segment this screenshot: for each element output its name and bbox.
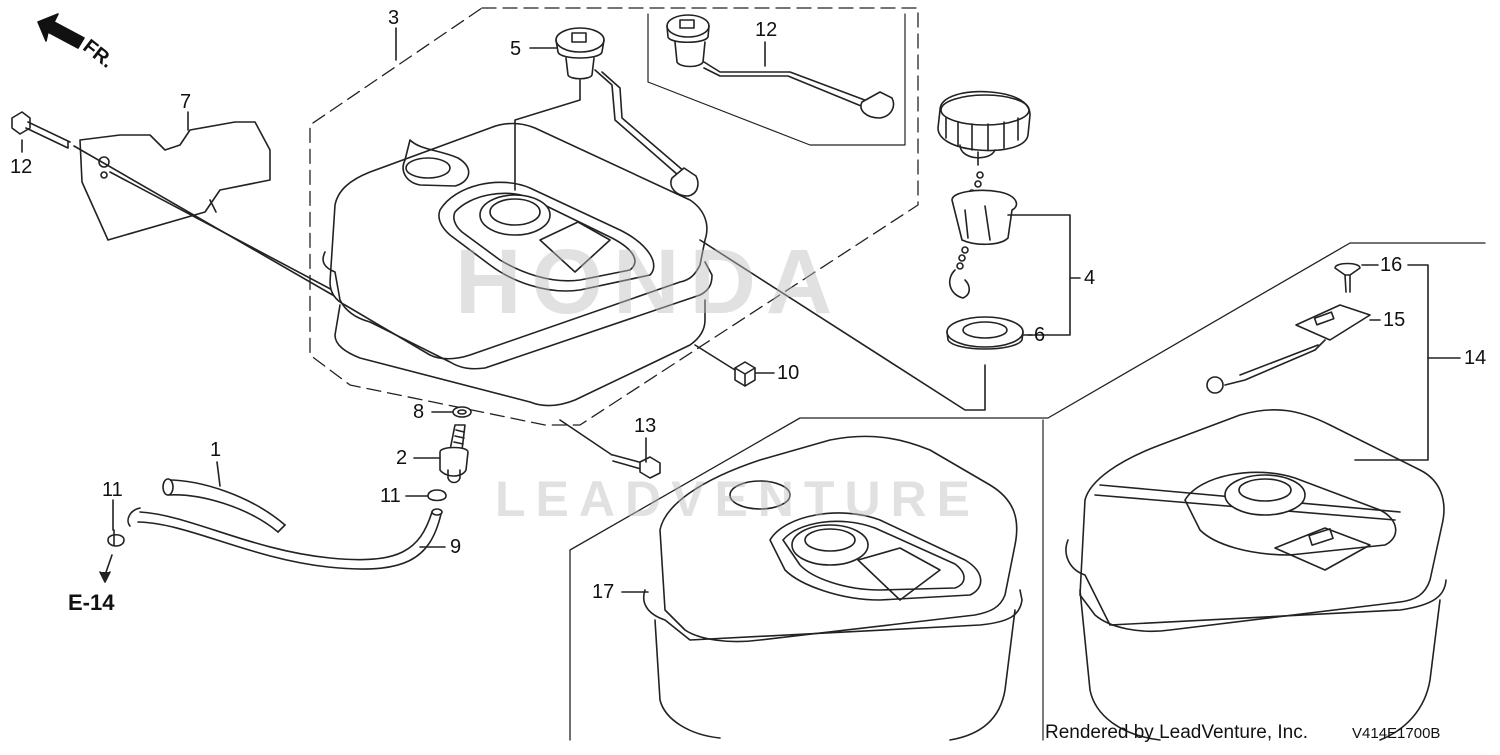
callout-5: 5	[510, 38, 522, 60]
screw-part-16	[1334, 262, 1361, 293]
nut-part-10	[694, 344, 756, 387]
fuel-cap-part-4	[937, 90, 1031, 299]
valve-part-2	[439, 424, 469, 484]
callout-8: 8	[413, 401, 425, 423]
leader-e14	[104, 554, 113, 576]
bracket-part-7	[79, 121, 271, 241]
callout-3: 3	[388, 7, 400, 29]
leader-6-tank	[699, 239, 986, 411]
callout-17: 17	[592, 581, 615, 603]
leader-1	[216, 461, 221, 487]
fuel-tank-part-14	[1065, 409, 1447, 741]
clip-part-11-left	[107, 529, 125, 547]
callout-1: 1	[210, 439, 222, 461]
render-credit: Rendered by LeadVenture, Inc.	[1045, 722, 1309, 743]
bracket-14	[1354, 264, 1429, 461]
callout-15: 15	[1383, 309, 1406, 331]
drawing-code: V414E1700B	[1352, 725, 1441, 742]
group-box-13	[647, 13, 906, 146]
callout-11-right: 11	[380, 485, 401, 507]
callout-11-left: 11	[102, 479, 123, 501]
fuel-gauge-part-13	[666, 14, 895, 119]
callout-12-bottom: 13	[634, 415, 657, 437]
callout-13: 12	[755, 19, 778, 41]
leader-12-tank	[73, 145, 351, 306]
callout-12-left: 12	[10, 156, 33, 178]
arrow-e14-icon	[99, 571, 111, 583]
callout-6: 6	[1034, 324, 1046, 346]
filter-part-6	[946, 316, 1024, 350]
bolt-part-12-bottom	[559, 419, 661, 479]
front-arrow-icon	[37, 13, 85, 49]
callout-10: 10	[777, 362, 800, 384]
fuel-tube-part-9	[127, 507, 443, 570]
washer-part-8	[452, 406, 472, 418]
brand-watermark: HONDA	[455, 231, 843, 333]
group-box-17	[569, 242, 1486, 741]
fuel-tube-part-1	[162, 478, 286, 533]
fuel-tank-part-17	[643, 435, 1023, 741]
bolt-part-12-left	[11, 111, 71, 149]
callout-2: 2	[396, 447, 408, 469]
fuel-tank-part-3	[322, 122, 713, 407]
callout-4: 4	[1084, 267, 1096, 289]
callout-9: 9	[450, 536, 462, 558]
clip-part-11-right	[427, 489, 447, 502]
callout-14: 14	[1464, 347, 1487, 369]
callout-16: 16	[1380, 254, 1403, 276]
callout-7: 7	[180, 91, 192, 113]
vendor-watermark: LEADVENTURE	[495, 471, 981, 527]
group-box-3	[309, 7, 919, 426]
gauge-part-15	[1206, 304, 1371, 394]
fuel-gauge-part-5	[514, 27, 699, 197]
bracket-4	[1007, 214, 1071, 336]
reference-label-e14: E-14	[68, 590, 115, 615]
